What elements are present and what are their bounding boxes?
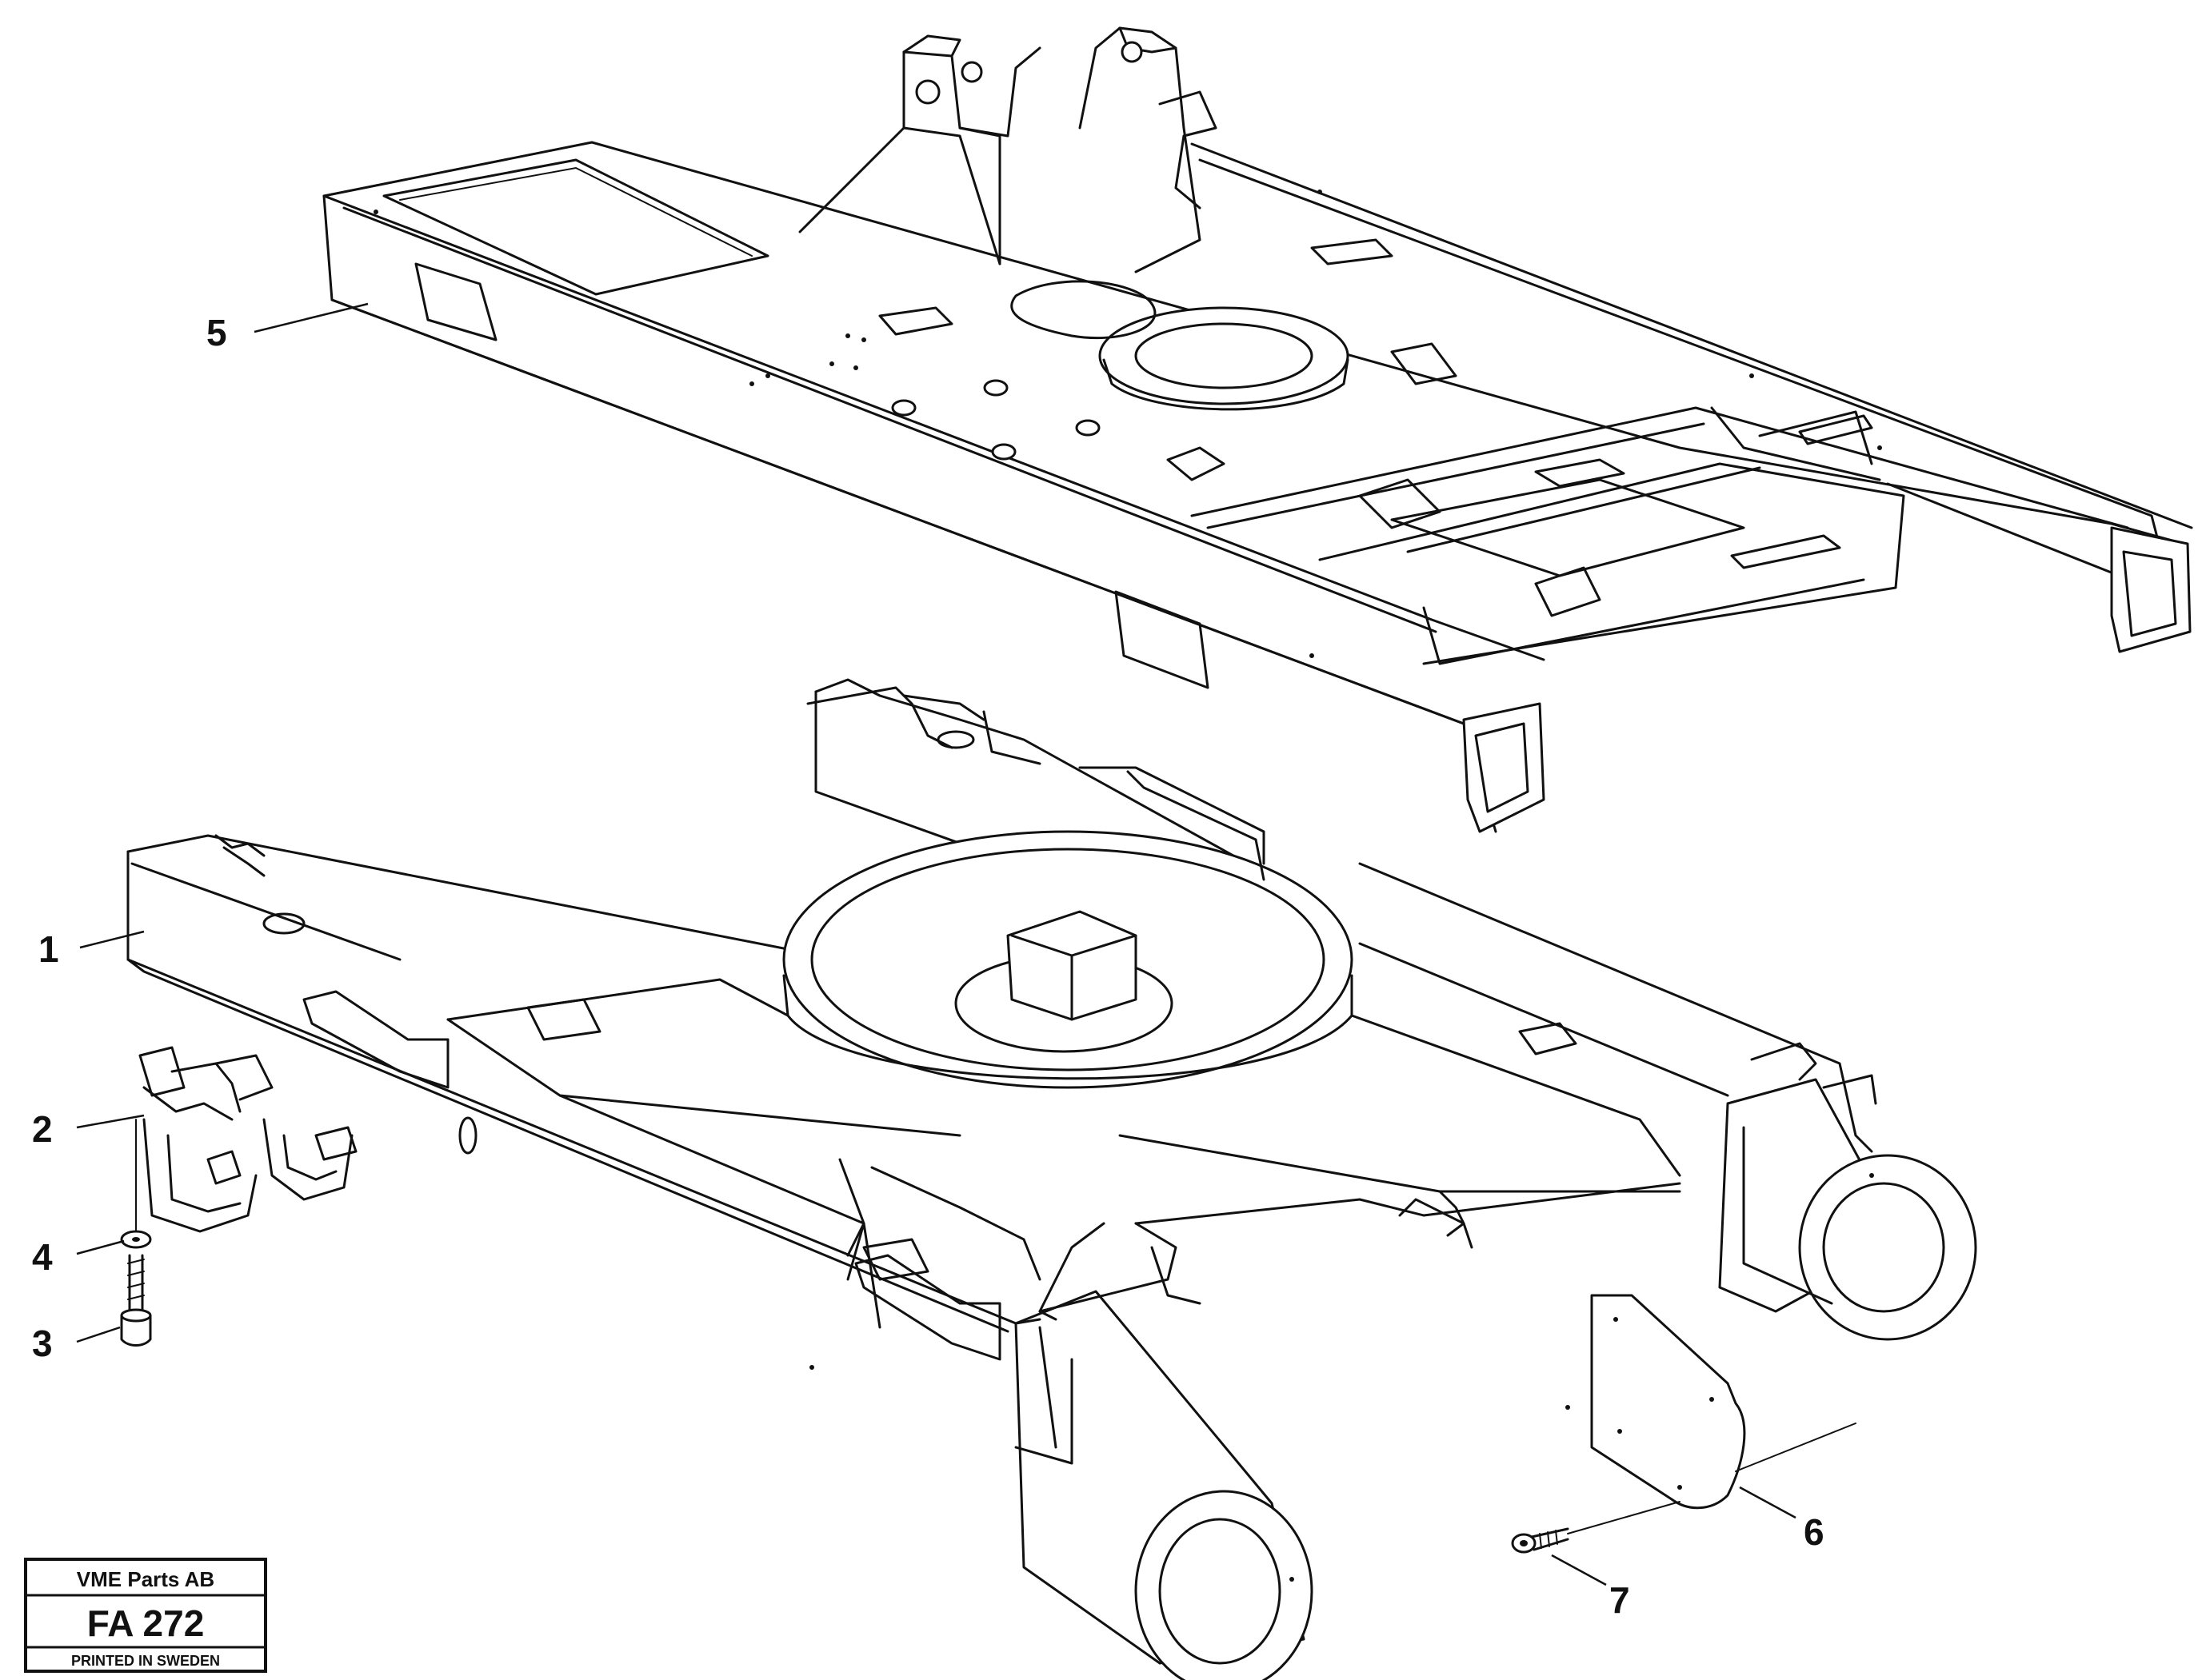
lower-frame-part-1	[126, 678, 1977, 1680]
stamp-company: VME Parts AB	[77, 1567, 214, 1591]
callout-7: 7	[1551, 1554, 1630, 1621]
bolt-part-3	[120, 1254, 152, 1347]
cover-plate-part-6	[1590, 1294, 1856, 1510]
callout-4: 4	[32, 1236, 125, 1278]
callout-label: 6	[1804, 1511, 1824, 1553]
callout-5: 5	[206, 302, 369, 353]
stamp-code: FA 272	[87, 1602, 205, 1644]
callout-label: 1	[38, 928, 59, 970]
stamp-printed: PRINTED IN SWEDEN	[71, 1653, 220, 1669]
callout-label: 5	[206, 312, 227, 353]
callout-1: 1	[38, 928, 145, 970]
callout-label: 4	[32, 1236, 53, 1278]
washer-part-4	[120, 1119, 152, 1249]
screw-part-7	[1511, 1501, 1680, 1554]
bracket-part-2	[138, 1046, 358, 1233]
callout-3: 3	[32, 1323, 121, 1364]
callout-label: 7	[1609, 1579, 1630, 1621]
callout-2: 2	[32, 1108, 145, 1150]
callout-label: 2	[32, 1108, 53, 1150]
parts-stamp: VME Parts AB FA 272 PRINTED IN SWEDEN	[24, 1558, 267, 1673]
upper-frame-part-5	[322, 26, 2193, 833]
callout-label: 3	[32, 1323, 53, 1364]
callout-6: 6	[1739, 1486, 1824, 1553]
